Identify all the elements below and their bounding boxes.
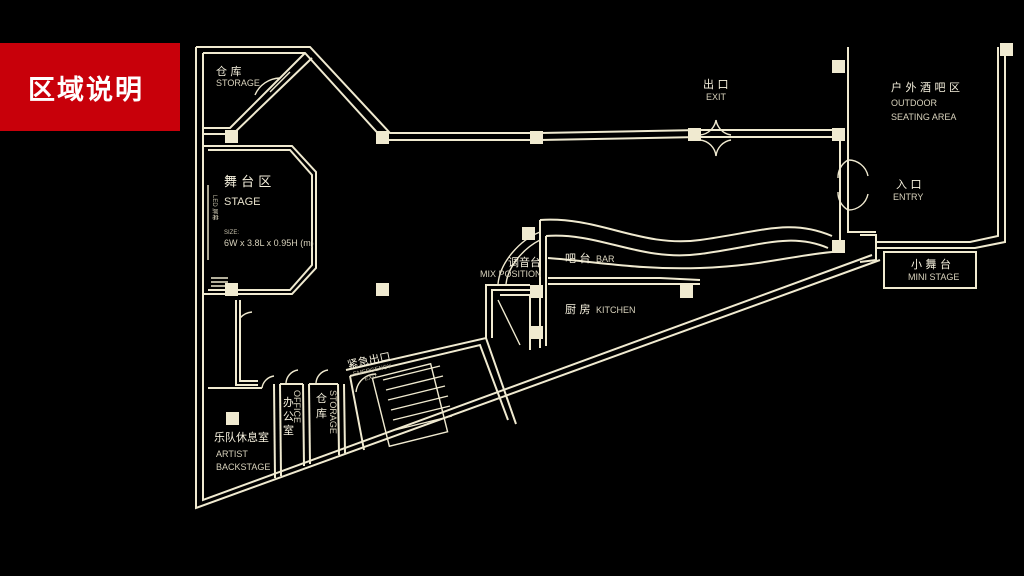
storage-top-cn: 仓 库 (216, 64, 242, 78)
exit-doors (699, 119, 732, 157)
bar-en: BAR (596, 254, 615, 264)
stage-area (204, 145, 317, 295)
outer-walls (195, 46, 1006, 510)
storage-bottom-cn-1: 仓 (316, 391, 327, 405)
mini-stage-cn: 小 舞 台 (911, 257, 951, 271)
section-title-banner: 区域说明 (0, 43, 180, 131)
pillars (225, 43, 1013, 425)
bar-cn: 吧 台 (565, 251, 591, 265)
emergency-stair (345, 284, 530, 451)
stage-size-label: SIZE: (224, 230, 239, 236)
artist-cn: 乐队休息室 (214, 430, 269, 444)
storage-top-en: STORAGE (216, 78, 260, 88)
stage-cn: 舞 台 区 (224, 175, 271, 190)
exit-en: EXIT (706, 92, 727, 102)
office-cn-2: 公 (283, 410, 294, 423)
stage-en: STAGE (224, 196, 260, 208)
backstage-walls (208, 300, 346, 479)
storage-bottom-cn-2: 库 (316, 407, 327, 420)
emergency-en2: EXIT (364, 374, 379, 383)
section-title: 区域说明 (28, 74, 144, 106)
mix-en: MIX POSITION (480, 269, 542, 279)
artist-en1: ARTIST (216, 449, 248, 459)
artist-en2: BACKSTAGE (216, 462, 270, 472)
office-cn-1: 办 (283, 396, 294, 409)
kitchen-cn: 厨 房 (565, 303, 591, 316)
entry-en: ENTRY (893, 192, 923, 202)
outdoor-en2: SEATING AREA (891, 112, 956, 122)
storage-bottom-en: STORAGE (328, 390, 338, 434)
office-cn-3: 室 (283, 423, 294, 437)
led-screen-label: LED 屏幕 (211, 195, 219, 220)
exit-cn: 出 口 (703, 77, 729, 91)
entry-doors (837, 159, 869, 211)
outdoor-en1: OUTDOOR (891, 98, 937, 108)
kitchen-en: KITCHEN (596, 305, 636, 315)
office-en: OFFICE (292, 390, 302, 423)
entry-cn: 入 口 (896, 178, 922, 191)
outdoor-cn: 户 外 酒 吧 区 (891, 80, 960, 94)
stage-size-value: 6W x 3.8L x 0.95H (m) (224, 238, 314, 248)
mini-stage-en: MINI STAGE (908, 272, 959, 282)
mix-cn: 调音台 (508, 255, 541, 269)
